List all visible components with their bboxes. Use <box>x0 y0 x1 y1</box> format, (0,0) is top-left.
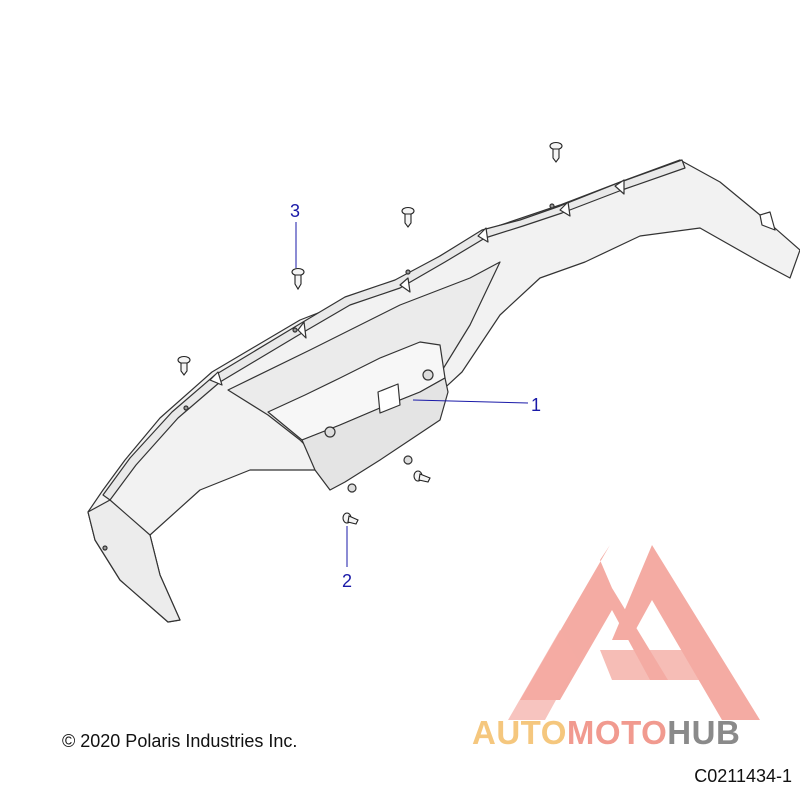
callout-1: 1 <box>531 395 541 415</box>
automotohub-logo-mark <box>508 545 760 720</box>
front-fascia <box>87 159 800 623</box>
rivet-mid-right <box>401 206 415 228</box>
push-rivet-fasteners <box>177 141 563 525</box>
copyright-text: © 2020 Polaris Industries Inc. <box>62 731 298 751</box>
rivet-callout-3 <box>291 267 305 291</box>
rivet-top-right <box>549 141 563 163</box>
rivet-left <box>177 355 191 376</box>
leader-lines <box>295 222 529 567</box>
wordmark-hub: HUB <box>667 714 741 751</box>
callout-2: 2 <box>342 571 352 591</box>
screw-callout-2 <box>342 512 359 525</box>
callout-3: 3 <box>290 201 300 221</box>
diagram-part-code: C0211434-1 <box>694 766 792 786</box>
screw-lower-right <box>413 470 431 483</box>
automotohub-wordmark: AUTOMOTOHUB <box>472 716 740 749</box>
wordmark-auto: AUTO <box>472 714 567 751</box>
wordmark-moto: MOTO <box>566 714 668 751</box>
